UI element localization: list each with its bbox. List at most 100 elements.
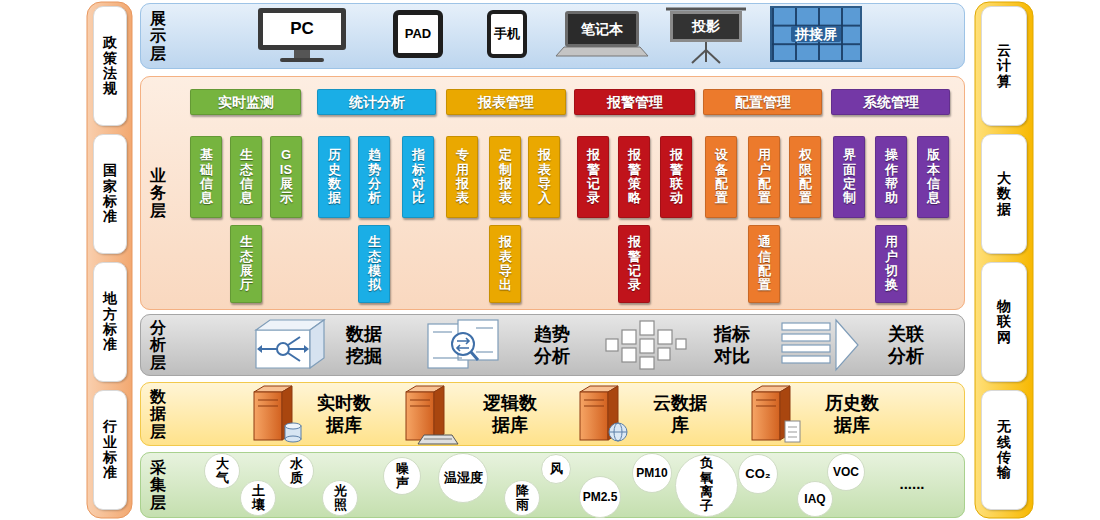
monitor-stand [280, 50, 324, 62]
function-box: 设备配置 [705, 136, 737, 218]
spoke-head [304, 345, 309, 353]
analysis-label: 趋势分析 [533, 323, 571, 368]
standard-box: 行业标准 [93, 390, 127, 510]
server-slot [410, 406, 430, 407]
function-box: 基础信息 [190, 136, 222, 218]
function-box: 定制报表 [489, 136, 521, 218]
server-slot [584, 400, 604, 401]
function-box: 生态模拟 [358, 225, 390, 303]
sensor-circle: VOC [827, 453, 865, 491]
node-text: 通信配置 [758, 235, 771, 292]
function-box: 用户配置 [748, 136, 780, 218]
node-text: 土壤 [252, 484, 265, 513]
bar [782, 345, 830, 352]
standard-box: 物联网 [981, 262, 1027, 382]
node-text: VOC [833, 465, 859, 479]
database-label: 实时数据库 [316, 392, 372, 437]
node-text: 报警记录 [628, 235, 641, 292]
server-side [434, 386, 444, 440]
server-icon [254, 386, 301, 442]
server-front [580, 392, 608, 440]
node-text: 权限配置 [799, 148, 812, 205]
device-icon: PAD [393, 10, 443, 58]
database-label: 云数据库 [652, 392, 708, 437]
node-text: 云计算 [997, 43, 1011, 89]
node-text: 生态展厅 [240, 235, 253, 292]
function-box: 报警记录 [577, 136, 609, 218]
band-fill [140, 3, 965, 69]
sensor-circle: 大气 [204, 453, 240, 489]
node-text: IAQ [804, 492, 825, 506]
standard-box: 云计算 [981, 6, 1027, 126]
sensor-circle: 噪声 [383, 457, 421, 495]
node-text: 行业标准 [103, 419, 117, 481]
node-text: 定制报表 [499, 148, 512, 205]
node-text: PM2.5 [583, 490, 618, 504]
sensor-circle: 风 [541, 454, 571, 484]
function-box: GIS展示 [270, 136, 302, 218]
page-line [433, 357, 462, 358]
label-holder: 关联分析 [874, 316, 938, 374]
node-text: 用户配置 [758, 148, 771, 205]
function-box: 报警策略 [618, 136, 650, 218]
node-text: PAD [405, 26, 431, 42]
sensor-circle: PM10 [632, 453, 672, 493]
node-text: CO₂ [745, 466, 770, 482]
function-box: 用户切换 [875, 225, 907, 303]
function-box: 生态展厅 [230, 225, 262, 303]
layer-name: 数据层 [150, 388, 166, 441]
document-line [788, 437, 797, 438]
page-line [476, 327, 493, 328]
server-icon [752, 386, 800, 442]
function-box: 趋势分析 [358, 136, 390, 218]
node-text: 政策法规 [103, 35, 117, 97]
function-box: 报警记录 [618, 225, 650, 303]
function-box: 权限配置 [789, 136, 821, 218]
function-box: 界面定制 [833, 136, 865, 218]
function-box: 专用报表 [446, 136, 478, 218]
projector-stand [666, 9, 746, 63]
label-holder: 实时数据库 [312, 384, 376, 444]
band-fill [140, 76, 965, 310]
block [606, 339, 618, 351]
category-header: 配置管理 [703, 89, 822, 115]
swap-arrow [457, 338, 469, 351]
category-header: 实时监测 [190, 89, 301, 115]
function-box: 操作帮助 [875, 136, 907, 218]
category-header: 系统管理 [831, 89, 950, 115]
node-text: 降雨 [516, 484, 529, 513]
block [658, 330, 672, 344]
stand-neck [294, 50, 310, 58]
layer-name: 业务层 [150, 167, 166, 220]
server-icon [580, 386, 627, 441]
spoke [289, 348, 304, 350]
label-holder: 云数据库 [648, 384, 712, 444]
node-text: 操作帮助 [885, 148, 898, 205]
keyboard-keys [424, 439, 452, 440]
analysis-label: 指标对比 [713, 323, 751, 368]
node-text: 版本信息 [927, 148, 940, 205]
device-icon: 笔记本 [565, 11, 639, 47]
standard-box: 地方标准 [93, 262, 127, 382]
layer-band: 业务层实时监测统计分析报表管理报警管理配置管理系统管理基础信息生态信息GIS展示… [140, 76, 965, 310]
node-text: 用户切换 [885, 235, 898, 292]
label-holder: 指标对比 [700, 316, 764, 374]
block [640, 339, 654, 353]
label-holder: ...... [882, 474, 942, 494]
spoke [288, 353, 300, 361]
server-icon [406, 386, 458, 444]
relation-icon [782, 320, 858, 370]
function-box: 生态信息 [230, 136, 262, 218]
label-holder: 历史数据库 [820, 384, 884, 444]
db-cylinder-top [285, 423, 301, 429]
standard-box: 大数据 [981, 134, 1027, 254]
node-text: 负氧离子 [700, 456, 713, 513]
node-text: 基础信息 [200, 148, 213, 205]
node-text: 系统管理 [863, 94, 919, 111]
function-box: 指标对比 [402, 136, 434, 218]
sensor-circle: 光照 [322, 480, 358, 516]
node-text: 报表导入 [538, 148, 551, 205]
page-line [433, 331, 452, 332]
band-fill [140, 452, 965, 518]
side-panel [87, 2, 132, 518]
